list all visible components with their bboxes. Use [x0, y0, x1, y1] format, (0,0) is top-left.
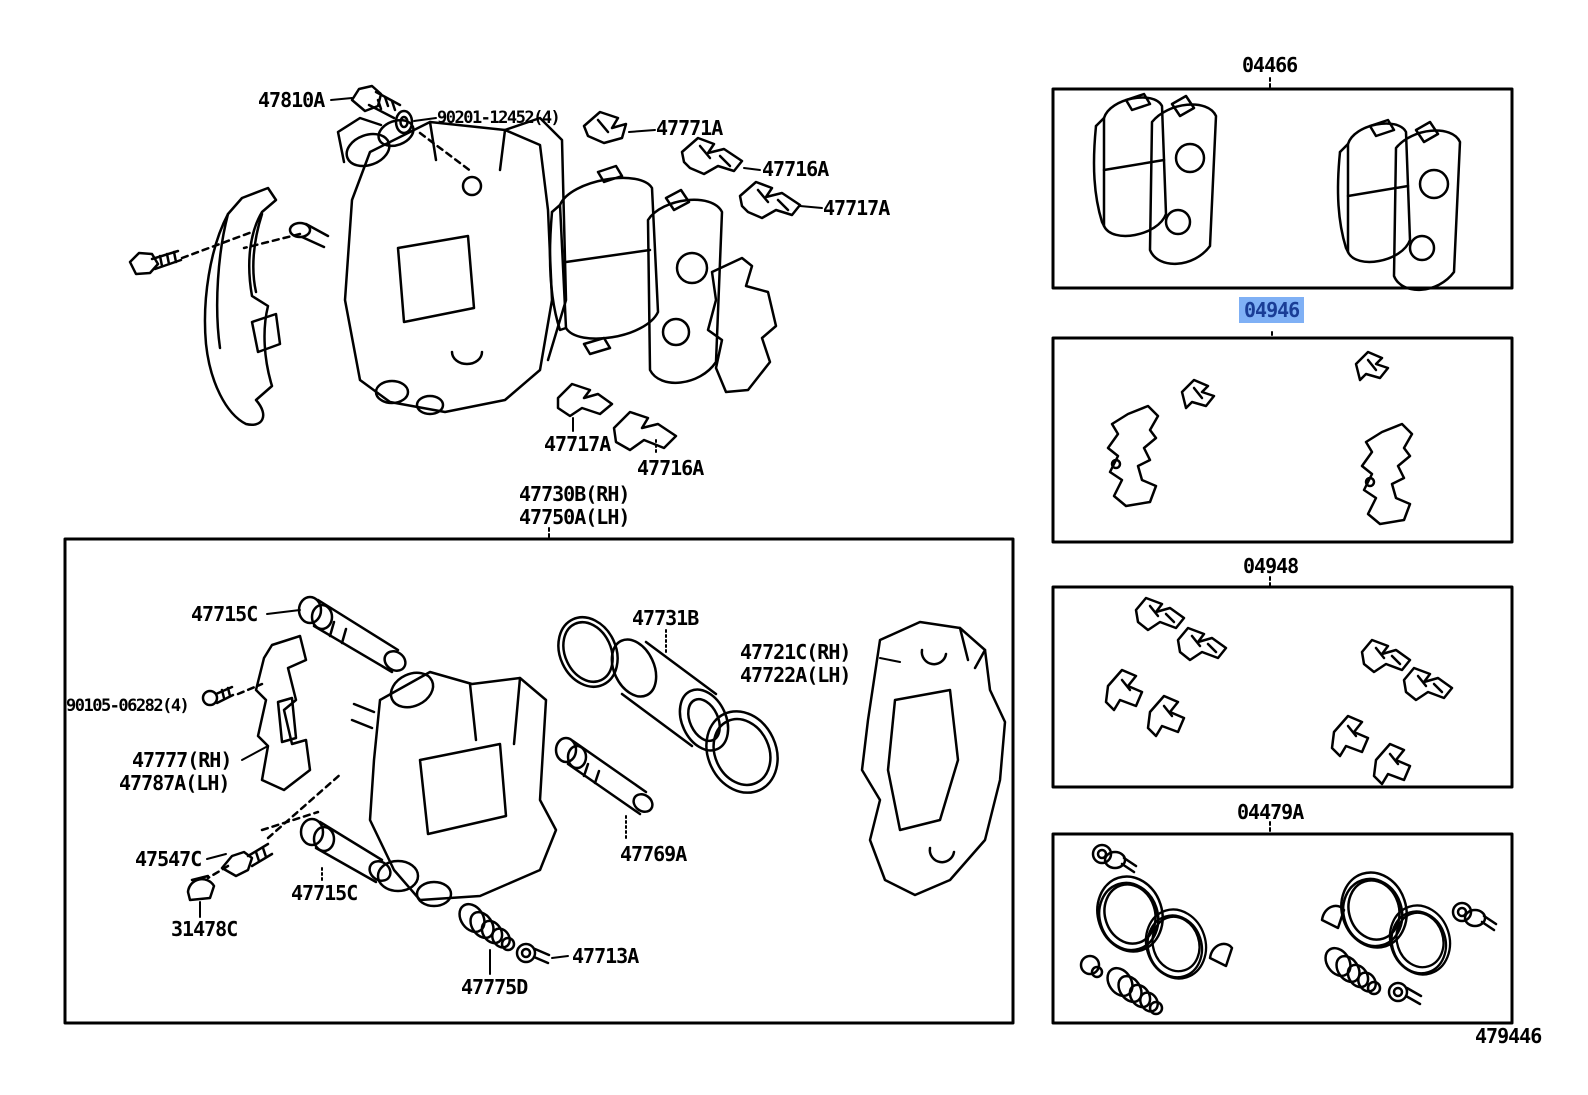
- clip-47717a-mid: [556, 382, 614, 418]
- small-bolt-90105-drawing: [201, 685, 235, 707]
- shim-kit-art: [1106, 350, 1414, 526]
- part-label-47717a-top: 47717A: [823, 196, 890, 220]
- leader-lines: [199, 77, 1273, 975]
- kit-label-04479a: 04479A: [1237, 800, 1304, 824]
- kit-label-04948: 04948: [1243, 554, 1299, 578]
- part-label-47715c-bot: 47715C: [291, 881, 358, 905]
- main-diagram-box: [63, 537, 1015, 1025]
- bleeder-screw-47547c-drawing: [220, 842, 274, 878]
- pad-kit-art: [1092, 92, 1462, 292]
- kit-box-04479a: [1051, 832, 1514, 1025]
- bracket-47721c-drawing: [860, 620, 1007, 897]
- part-label-47730b-rh: 47730B(RH): [519, 482, 630, 506]
- kit-box-04948: [1051, 585, 1514, 789]
- part-label-47731b: 47731B: [632, 606, 699, 630]
- caliper-drawing-lower: [350, 670, 558, 908]
- figure-number: 479446: [1475, 1024, 1542, 1048]
- kit-label-04466: 04466: [1242, 53, 1298, 77]
- dust-shield-drawing: [203, 186, 282, 427]
- support-plate-47717a-top: [738, 180, 802, 220]
- support-plate-47716a-top: [680, 136, 744, 176]
- caliper-drawing-upper: [288, 116, 568, 416]
- slide-pin-upper-drawing: [297, 595, 407, 674]
- part-label-47771a: 47771A: [656, 116, 723, 140]
- part-label-90201-12452: 90201-12452(4): [437, 108, 561, 128]
- part-label-47547c: 47547C: [135, 847, 202, 871]
- slide-pin-lower-drawing: [299, 817, 392, 884]
- cylinder-kit-art: [1079, 843, 1498, 1017]
- inner-shim-47777-drawing: [254, 634, 312, 792]
- kit-label-04946-highlighted[interactable]: 04946: [1239, 297, 1305, 323]
- pin-47769a-drawing: [554, 736, 654, 816]
- piston-47731b-drawing: [557, 616, 779, 794]
- part-label-47722a-lh: 47722A(LH): [740, 663, 851, 687]
- shield-bolt-drawing: [128, 249, 183, 276]
- brake-pads-drawing: [548, 164, 778, 394]
- bolt-47713a-drawing: [515, 942, 551, 965]
- kit-box-04466: [1051, 87, 1514, 290]
- part-label-47750a-lh: 47750A(LH): [519, 505, 630, 529]
- boot-47775d-drawing: [453, 898, 516, 953]
- cap-31478c-drawing: [186, 874, 216, 902]
- part-label-47775d: 47775D: [461, 975, 528, 999]
- part-label-47810a: 47810A: [258, 88, 325, 112]
- wear-indicator-clip-47771a: [582, 110, 628, 145]
- part-label-47716a-top: 47716A: [762, 157, 829, 181]
- clip-47716a-mid: [612, 410, 678, 452]
- kit-box-04946: [1051, 336, 1514, 544]
- part-label-47716a-mid: 47716A: [637, 456, 704, 480]
- part-label-47777-rh: 47777(RH): [132, 748, 232, 772]
- caliper-bolt-drawing: [350, 84, 402, 120]
- part-label-47721c-rh: 47721C(RH): [740, 640, 851, 664]
- part-label-90105-06282: 90105-06282(4): [66, 696, 190, 716]
- part-label-47713a: 47713A: [572, 944, 639, 968]
- fitting-kit-art: [1104, 596, 1454, 786]
- part-label-31478c: 31478C: [171, 917, 238, 941]
- part-label-47787a-lh: 47787A(LH): [119, 771, 230, 795]
- part-label-47715c-top: 47715C: [191, 602, 258, 626]
- part-label-47717a-mid: 47717A: [544, 432, 611, 456]
- part-label-47769a: 47769A: [620, 842, 687, 866]
